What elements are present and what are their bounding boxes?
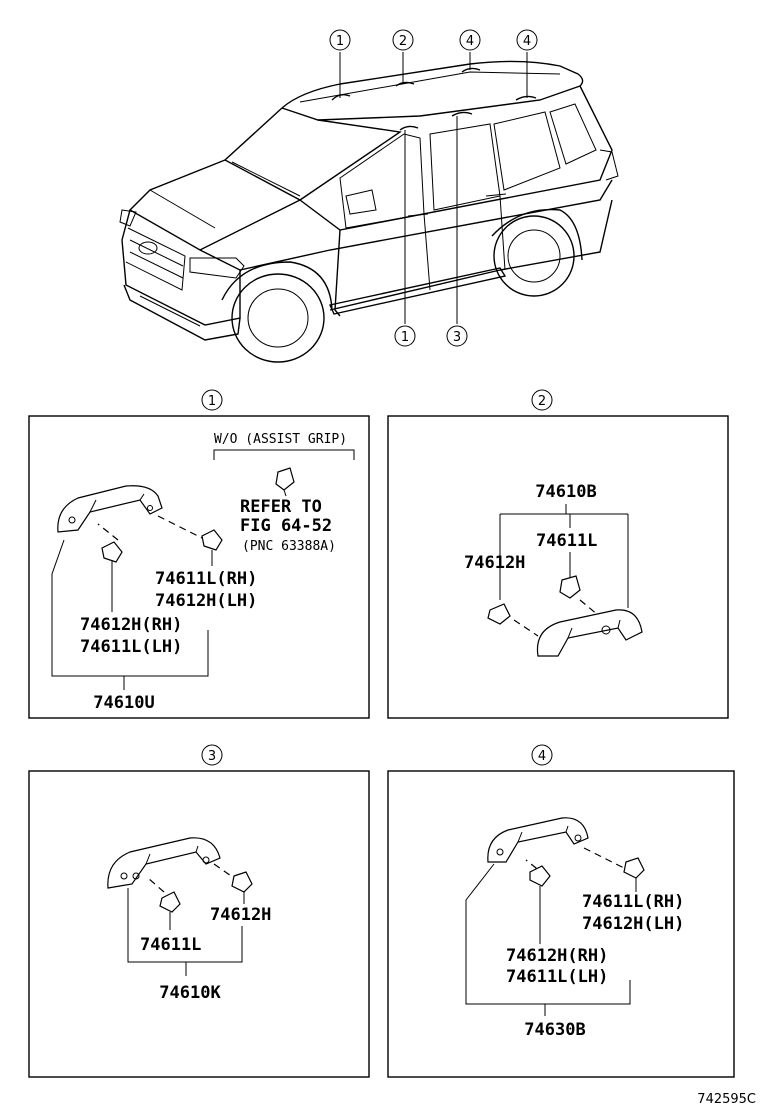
panel-2: 2 74610B 74611L 74612H	[387, 389, 729, 719]
reference-clip	[275, 467, 295, 497]
part-label: 74611L(RH)	[155, 569, 257, 589]
assist-grip	[57, 485, 163, 533]
callout-circle	[516, 29, 538, 51]
part-label: 74611L	[536, 531, 597, 551]
callout-label: 4	[466, 34, 474, 49]
assist-grip	[487, 817, 589, 863]
panel-index: 3	[208, 749, 216, 764]
panel-index: 4	[538, 749, 546, 764]
part-label: 74611L(LH)	[80, 637, 182, 657]
callout-label: 3	[453, 330, 461, 345]
part-label: 74612H(LH)	[155, 591, 257, 611]
panel-3: 3 74612H 74611L 74610K	[28, 744, 370, 1078]
refer-note-line3: (PNC 63388A)	[242, 539, 336, 554]
panel-frame	[387, 415, 729, 719]
callout-circle	[392, 29, 414, 51]
callout-circle	[446, 325, 468, 347]
clip-part	[529, 865, 551, 887]
callout-label: 2	[399, 34, 407, 49]
clip-part	[201, 529, 223, 551]
assist-grip	[107, 837, 221, 889]
panel-4: 4 74611L(RH) 74612H(LH) 74612H(RH) 74611…	[387, 744, 735, 1078]
assembly-label: 74630B	[524, 1020, 585, 1040]
vehicle-illustration	[119, 60, 619, 363]
assembly-label: 74610K	[159, 983, 221, 1003]
panel-index: 1	[208, 394, 216, 409]
part-label: 74611L(LH)	[506, 967, 608, 987]
part-label: 74612H(LH)	[582, 914, 684, 934]
refer-note-line1: REFER TO	[240, 497, 322, 517]
part-label: 74612H(RH)	[506, 946, 608, 966]
panel-frame	[28, 770, 370, 1078]
assist-grip	[536, 609, 643, 657]
part-label: 74612H	[464, 553, 525, 573]
panel-frame	[28, 415, 370, 719]
vehicle-callouts-bottom: 1 3	[394, 116, 468, 347]
part-label: 74612H	[210, 905, 271, 925]
callout-circle	[394, 325, 416, 347]
clip-part	[487, 603, 511, 625]
refer-note-line2: FIG 64-52	[240, 516, 332, 536]
clip-part	[159, 891, 181, 913]
callout-label: 4	[523, 34, 531, 49]
part-label: 74611L	[140, 935, 201, 955]
figure-id: 742595C	[697, 1092, 756, 1107]
assembly-label: 74610U	[93, 693, 154, 713]
callout-circle	[459, 29, 481, 51]
callout-circle	[329, 29, 351, 51]
callout-label: 1	[336, 34, 344, 49]
part-label: 74612H(RH)	[80, 615, 182, 635]
vehicle-callouts-top: 1 2 4 4	[329, 29, 538, 98]
panel-index: 2	[538, 394, 546, 409]
assembly-label: 74610B	[535, 482, 596, 502]
part-label: 74611L(RH)	[582, 892, 684, 912]
callout-label: 1	[401, 330, 409, 345]
clip-part	[559, 575, 581, 599]
clip-part	[623, 857, 645, 879]
clip-part	[101, 541, 123, 563]
condition-note: W/O (ASSIST GRIP)	[214, 432, 347, 447]
panel-frame	[387, 770, 735, 1078]
clip-part	[231, 871, 253, 893]
panel-1: 1 W/O (ASSIST GRIP) REFER TO FIG 64-52 (…	[28, 389, 370, 719]
